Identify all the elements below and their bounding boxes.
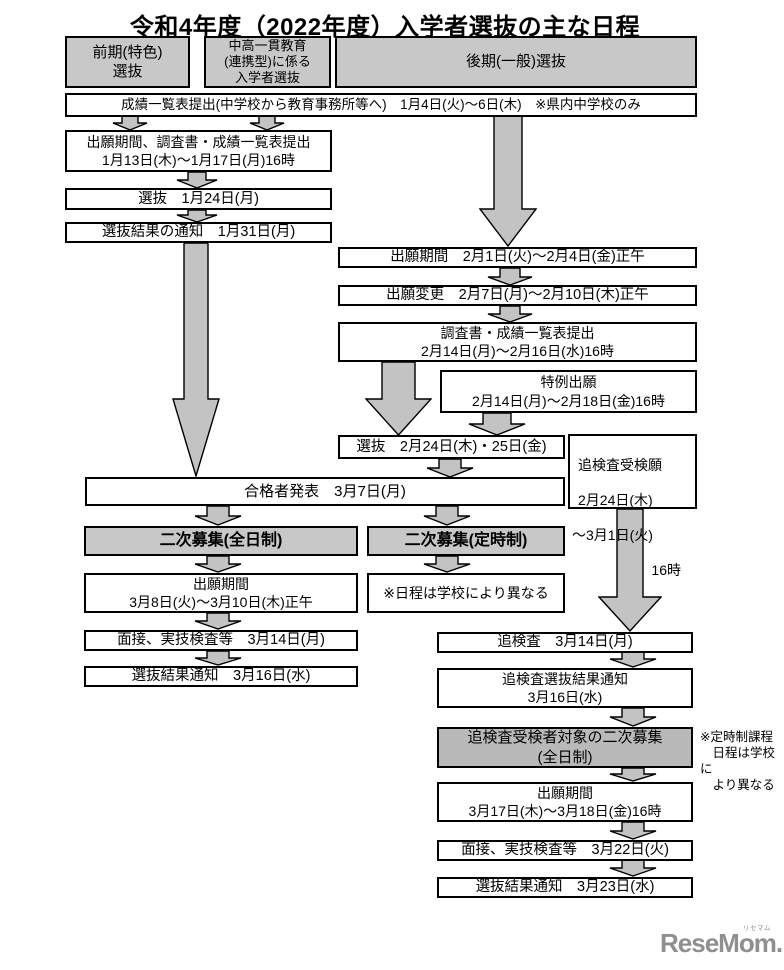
- box-tsuikensa: 追検査 3月14日(月): [437, 632, 693, 653]
- box-niji-boshu-teiji: 二次募集(定時制): [367, 526, 565, 556]
- tsuikensa-jukengan-line2: 2月24日(木): [578, 491, 653, 508]
- box-koki-shutsugan-kikan: 出願期間 2月1日(火)～2月4日(金)正午: [338, 247, 697, 268]
- box-niji-shutsugan-kikan: 出願期間 3月8日(火)～3月10日(木)正午: [84, 573, 358, 613]
- flow-arrow-down-icon: [468, 413, 526, 436]
- box-koki-chosasho-teishutsu: 調査書・成績一覧表提出 2月14日(月)～2月16日(水)16時: [338, 322, 697, 362]
- box-tsuikensa-kekka-tsuchi: 追検査選抜結果通知 3月16日(水): [437, 668, 693, 708]
- box-tsuikensa-mensetsu: 面接、実技検査等 3月22日(火): [437, 840, 693, 861]
- flow-arrow-down-icon: [487, 268, 533, 286]
- box-gokakusha-happyo: 合格者発表 3月7日(月): [85, 477, 565, 506]
- page-title: 令和4年度（2022年度）入学者選抜の主な日程: [129, 14, 641, 41]
- flow-arrow-down-icon: [176, 172, 218, 189]
- box-tsuikensa-shutsugan-kikan: 出願期間 3月17日(木)～3月18日(金)16時: [437, 782, 693, 822]
- box-zenki-shutsugan-kikan: 出願期間、調査書・成績一覧表提出 1月13日(木)～1月17日(月)16時: [65, 130, 332, 172]
- flow-arrow-down-icon: [609, 708, 657, 727]
- flow-arrow-down-icon: [609, 768, 657, 782]
- box-niji-mensetsu: 面接、実技検査等 3月14日(月): [84, 630, 358, 651]
- flow-arrow-down-icon: [609, 652, 657, 668]
- resemom-logo-ruby: リセマム: [743, 925, 771, 932]
- tsuikensa-jukengan-line3: ～3月1日(火): [572, 526, 653, 543]
- header-zenki-tokushoku-senbatsu: 前期(特色) 選抜: [65, 36, 190, 88]
- box-niji-boshu-zennichi: 二次募集(全日制): [84, 526, 358, 556]
- flow-arrow-down-icon: [479, 116, 537, 247]
- header-koki-ippan-senbatsu: 後期(一般)選抜: [335, 36, 697, 88]
- flow-arrow-down-icon: [598, 509, 662, 632]
- box-teiji-nittei-note: ※日程は学校により異なる: [367, 573, 565, 613]
- flow-arrow-down-icon: [423, 556, 471, 573]
- flow-arrow-down-icon: [194, 613, 242, 630]
- flow-arrow-down-icon: [249, 116, 285, 131]
- flow-arrow-down-icon: [609, 860, 657, 877]
- tsuikensa-jukengan-line4: 16時: [651, 561, 681, 578]
- flow-arrow-down-icon: [112, 116, 148, 131]
- flow-arrow-down-icon: [176, 210, 218, 223]
- box-zenki-senbatsu: 選抜 1月24日(月): [65, 188, 332, 210]
- box-tsuikensa-niji-boshu: 追検査受検者対象の二次募集 (全日制): [437, 727, 693, 768]
- resemom-logo-text: ReseMom.: [660, 928, 783, 958]
- header-chuko-ikkan-senbatsu: 中高一貫教育 (連携型)に係る 入学者選抜: [204, 36, 331, 88]
- tsuikensa-jukengan-line1: 追検査受検願: [578, 456, 662, 473]
- box-koki-senbatsu: 選抜 2月24日(木)・25日(金): [338, 435, 565, 459]
- flow-arrow-down-icon: [194, 651, 242, 666]
- box-seiseki-ichiranhyo-teishutsu: 成績一覧表提出(中学校から教育事務所等へ) 1月4日(火)～6日(木) ※県内中…: [65, 93, 697, 117]
- flow-arrow-down-icon: [609, 822, 657, 840]
- flow-arrow-down-icon: [423, 506, 471, 526]
- teiji-katei-note: ※定時制課程 日程は学校に より異なる: [700, 730, 776, 792]
- flow-arrow-down-icon: [426, 459, 474, 478]
- flow-arrow-down-icon: [487, 306, 533, 323]
- box-tsuikensa-jukengan: 追検査受検願 2月24日(木) ～3月1日(火) 16時: [568, 434, 697, 578]
- box-koki-shutsugan-henko: 出願変更 2月7日(月)～2月10日(木)正午: [338, 285, 697, 306]
- resemom-logo: リセマム ReseMom.: [660, 921, 783, 961]
- box-tsuikensa-kekka-tsuchi2: 選抜結果通知 3月23日(水): [437, 877, 693, 898]
- flow-arrow-down-icon: [194, 556, 242, 573]
- flow-arrow-down-icon: [365, 362, 432, 436]
- box-tokurei-shutsugan: 特例出願 2月14日(月)～2月18日(金)16時: [440, 370, 697, 413]
- box-zenki-kekka-tsuchi: 選抜結果の通知 1月31日(月): [65, 222, 332, 243]
- box-niji-kekka-tsuchi: 選抜結果通知 3月16日(水): [84, 666, 358, 687]
- flow-arrow-down-icon: [172, 243, 220, 477]
- flow-arrow-down-icon: [194, 506, 242, 526]
